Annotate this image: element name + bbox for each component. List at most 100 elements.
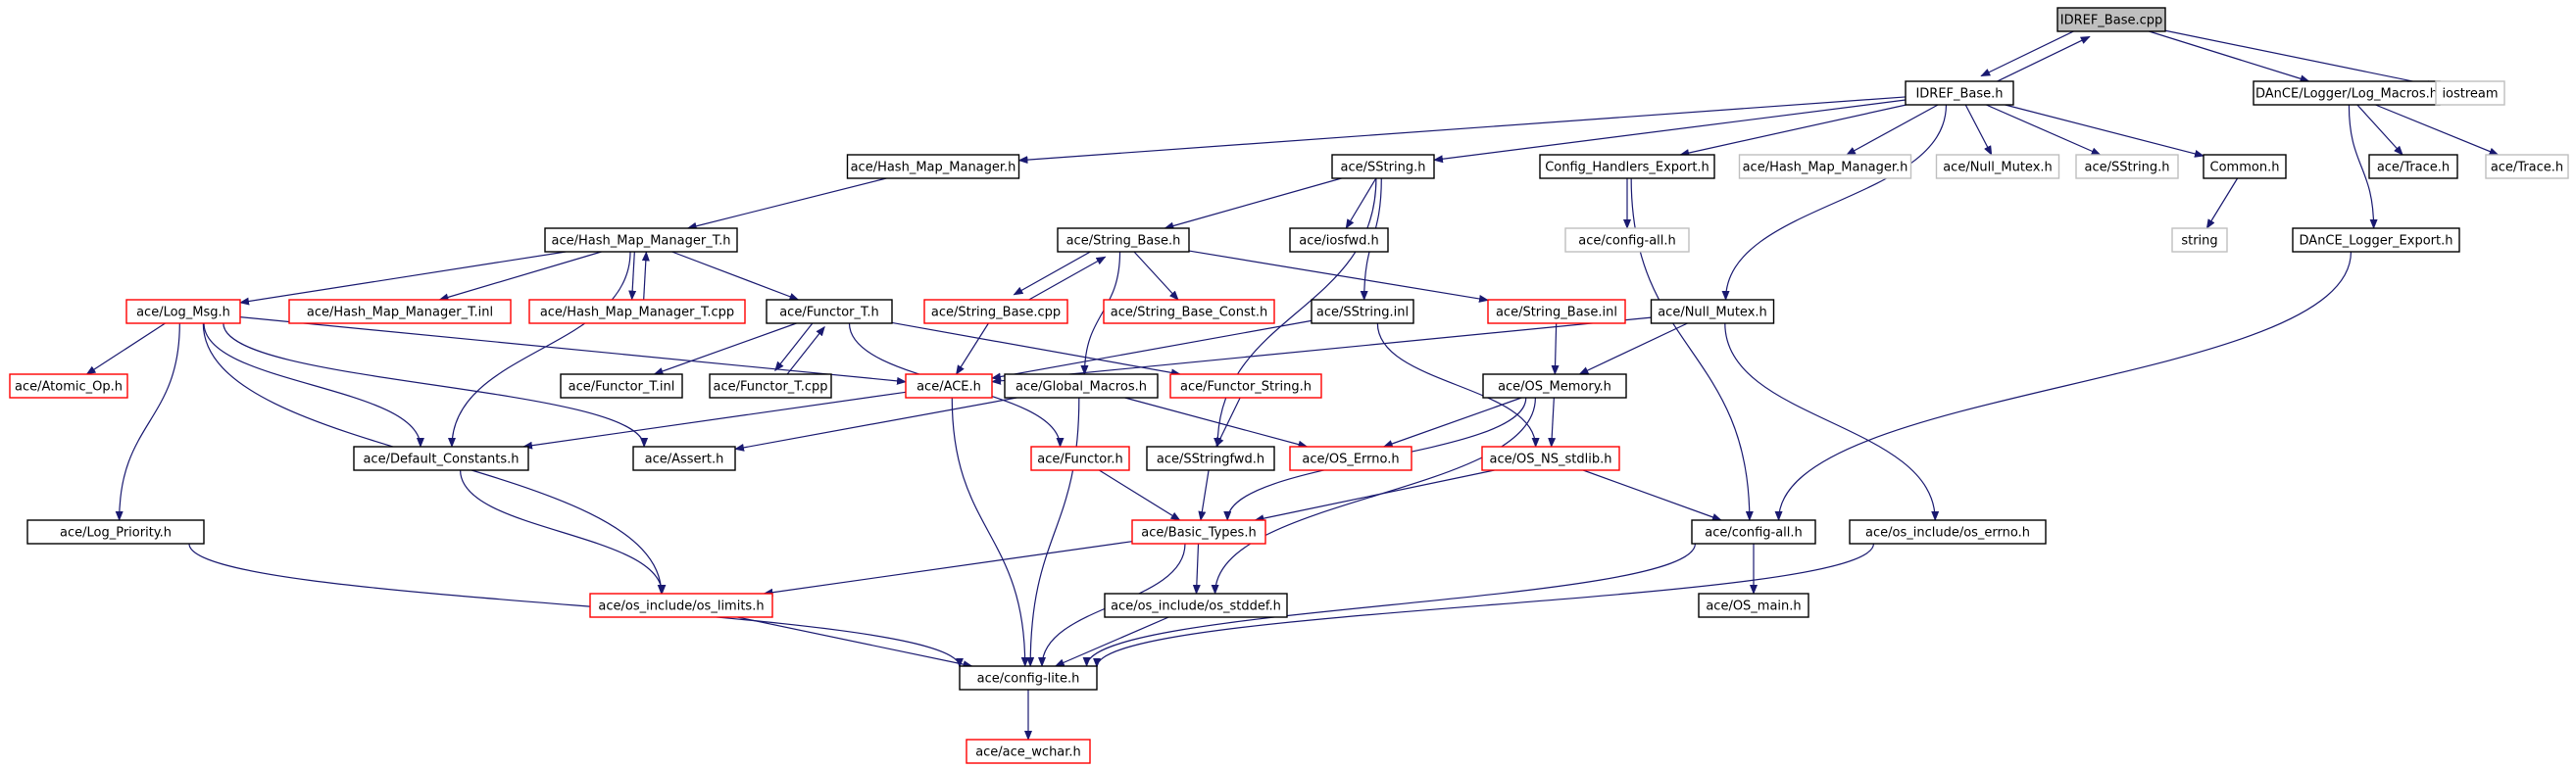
node-os-errno[interactable]: ace/OS_Errno.h <box>1289 446 1412 471</box>
edge-null_mutex_h-to-ace_h <box>991 316 1652 385</box>
node-string-base-const[interactable]: ace/String_Base_Const.h <box>1103 299 1275 324</box>
node-label: ace/os_include/os_errno.h <box>1865 526 2030 541</box>
edge-global_macros-to-os_errno <box>1124 397 1309 449</box>
node-trace-h[interactable]: ace/Trace.h <box>2368 154 2458 179</box>
node-label: ace/Basic_Types.h <box>1141 526 1256 541</box>
node-os-include-errno[interactable]: ace/os_include/os_errno.h <box>1849 519 2047 545</box>
node-string-base-h[interactable]: ace/String_Base.h <box>1057 227 1190 253</box>
node-box <box>544 227 738 253</box>
node-label: ace/SString.h <box>1341 161 1426 175</box>
node-label: ace/OS_main.h <box>1706 600 1801 614</box>
node-label: string <box>2181 234 2217 249</box>
node-functor-string[interactable]: ace/Functor_String.h <box>1169 373 1322 399</box>
node-box <box>905 373 993 399</box>
node-os-ns-stdlib[interactable]: ace/OS_NS_stdlib.h <box>1481 446 1620 471</box>
node-label: ace/OS_Memory.h <box>1498 380 1611 395</box>
node-idref-h[interactable]: IDREF_Base.h <box>1905 80 2014 106</box>
node-hash-map-manager[interactable]: ace/Hash_Map_Manager.h <box>846 154 1020 179</box>
node-label: ace/String_Base.h <box>1066 234 1181 249</box>
node-box <box>959 665 1098 691</box>
node-box <box>709 373 832 399</box>
node-log-msg[interactable]: ace/Log_Msg.h <box>125 299 241 324</box>
node-box <box>1331 154 1435 179</box>
node-label: ace/Default_Constants.h <box>363 453 519 467</box>
node-config-lite[interactable]: ace/config-lite.h <box>959 665 1098 691</box>
node-null-mutex-h[interactable]: ace/Null_Mutex.h <box>1650 299 1775 324</box>
edge-dance_logger_export-to-config_all_h <box>1774 251 2353 521</box>
edge-sstringfwd-to-basic_types <box>1198 469 1210 521</box>
node-atomic-op[interactable]: ace/Atomic_Op.h <box>9 373 128 399</box>
edge-functor_t_h-to-functor_string <box>891 321 1181 377</box>
node-sstring-ext: ace/SString.h <box>2075 154 2179 179</box>
edge-string_base_inl-to-os_memory <box>1551 322 1560 375</box>
node-os-include-limits[interactable]: ace/os_include/os_limits.h <box>589 593 773 618</box>
node-functor-h[interactable]: ace/Functor.h <box>1030 446 1130 471</box>
edge-string_base_h-to-string_base_const <box>1133 251 1179 301</box>
edge-ace_h-to-default_constants <box>522 391 907 450</box>
edge-log_msg-to-assert_h <box>223 322 649 448</box>
node-functor-t-h[interactable]: ace/Functor_T.h <box>766 299 893 324</box>
node-os-include-stddef[interactable]: ace/os_include/os_stddef.h <box>1104 593 1288 618</box>
node-iosfwd-h[interactable]: ace/iosfwd.h <box>1289 227 1389 253</box>
node-box <box>1849 519 2047 545</box>
node-sstring-inl[interactable]: ace/SString.inl <box>1311 299 1414 324</box>
node-os-memory[interactable]: ace/OS_Memory.h <box>1482 373 1627 399</box>
node-label: ace/Global_Macros.h <box>1016 380 1147 395</box>
node-label: ace/Assert.h <box>645 453 724 467</box>
node-hmm-t-inl[interactable]: ace/Hash_Map_Manager_T.inl <box>288 299 512 324</box>
node-basic-types[interactable]: ace/Basic_Types.h <box>1131 519 1266 545</box>
node-label: ace/Null_Mutex.h <box>1943 161 2053 175</box>
edge-os_include_stddef-to-config_lite <box>1054 616 1169 667</box>
node-dance-logmacros[interactable]: DAnCE/Logger/Log_Macros.h <box>2253 80 2441 106</box>
node-dance-logger-export[interactable]: DAnCE_Logger_Export.h <box>2292 227 2460 253</box>
node-ace-wchar[interactable]: ace/ace_wchar.h <box>966 739 1091 764</box>
edge-ace_h-to-config_lite <box>951 397 1029 667</box>
node-sstringfwd[interactable]: ace/SStringfwd.h <box>1146 446 1275 471</box>
node-config-handlers[interactable]: Config_Handlers_Export.h <box>1539 154 1715 179</box>
node-box <box>1698 593 1809 618</box>
edge-string_base_h-to-string_base_inl <box>1188 250 1489 303</box>
node-log-priority[interactable]: ace/Log_Priority.h <box>26 519 205 545</box>
node-sstring-h[interactable]: ace/SString.h <box>1331 154 1435 179</box>
edge-idref_h-to-config_handlers <box>1679 104 1907 157</box>
node-label: ace/Functor_T.cpp <box>714 380 828 395</box>
node-box <box>2253 80 2441 106</box>
node-box <box>1146 446 1275 471</box>
node-hash-map-manager-t[interactable]: ace/Hash_Map_Manager_T.h <box>544 227 738 253</box>
edge-hash_map_manager_t-to-default_constants <box>447 251 631 448</box>
node-box <box>1564 227 1690 253</box>
edge-basic_types-to-os_include_stddef <box>1192 543 1201 595</box>
node-ace-h[interactable]: ace/ACE.h <box>905 373 993 399</box>
edge-os_include_limits-to-config_lite <box>737 616 973 669</box>
node-box <box>1738 154 1912 179</box>
node-box <box>26 519 205 545</box>
edge-null_mutex_h-to-os_include_errno <box>1724 322 1940 521</box>
edge-sstring_h-to-string_base_h <box>1164 177 1342 230</box>
node-assert-h[interactable]: ace/Assert.h <box>632 446 736 471</box>
node-functor-t-inl[interactable]: ace/Functor_T.inl <box>560 373 683 399</box>
node-hmm-t-cpp[interactable]: ace/Hash_Map_Manager_T.cpp <box>528 299 746 324</box>
node-config-all-h[interactable]: ace/config-all.h <box>1691 519 1816 545</box>
node-label: ace/Hash_Map_Manager_T.h <box>552 234 731 249</box>
node-functor-t-cpp[interactable]: ace/Functor_T.cpp <box>709 373 832 399</box>
edge-idref_cpp-to-idref_h <box>1980 25 2085 77</box>
node-label: ace/String_Base_Const.h <box>1111 306 1267 320</box>
node-idref-cpp[interactable]: IDREF_Base.cpp <box>2056 7 2166 32</box>
node-box <box>1691 519 1816 545</box>
node-box <box>1905 80 2014 106</box>
node-string-base-cpp[interactable]: ace/String_Base.cpp <box>923 299 1068 324</box>
node-global-macros[interactable]: ace/Global_Macros.h <box>1004 373 1159 399</box>
node-box <box>1169 373 1322 399</box>
node-os-main[interactable]: ace/OS_main.h <box>1698 593 1809 618</box>
node-common-h[interactable]: Common.h <box>2203 154 2287 179</box>
node-label: IDREF_Base.cpp <box>2060 14 2163 28</box>
node-label: Common.h <box>2210 161 2280 175</box>
node-box <box>1057 227 1190 253</box>
node-box <box>2292 227 2460 253</box>
node-string-base-inl[interactable]: ace/String_Base.inl <box>1487 299 1626 324</box>
edge-idref_cpp-to-dance_logmacros <box>2149 30 2310 83</box>
edge-functor_h-to-basic_types <box>1099 469 1181 521</box>
node-label: ace/Hash_Map_Manager.h <box>851 161 1016 175</box>
node-default-constants[interactable]: ace/Default_Constants.h <box>353 446 529 471</box>
node-null-mutex-ext: ace/Null_Mutex.h <box>1935 154 2060 179</box>
